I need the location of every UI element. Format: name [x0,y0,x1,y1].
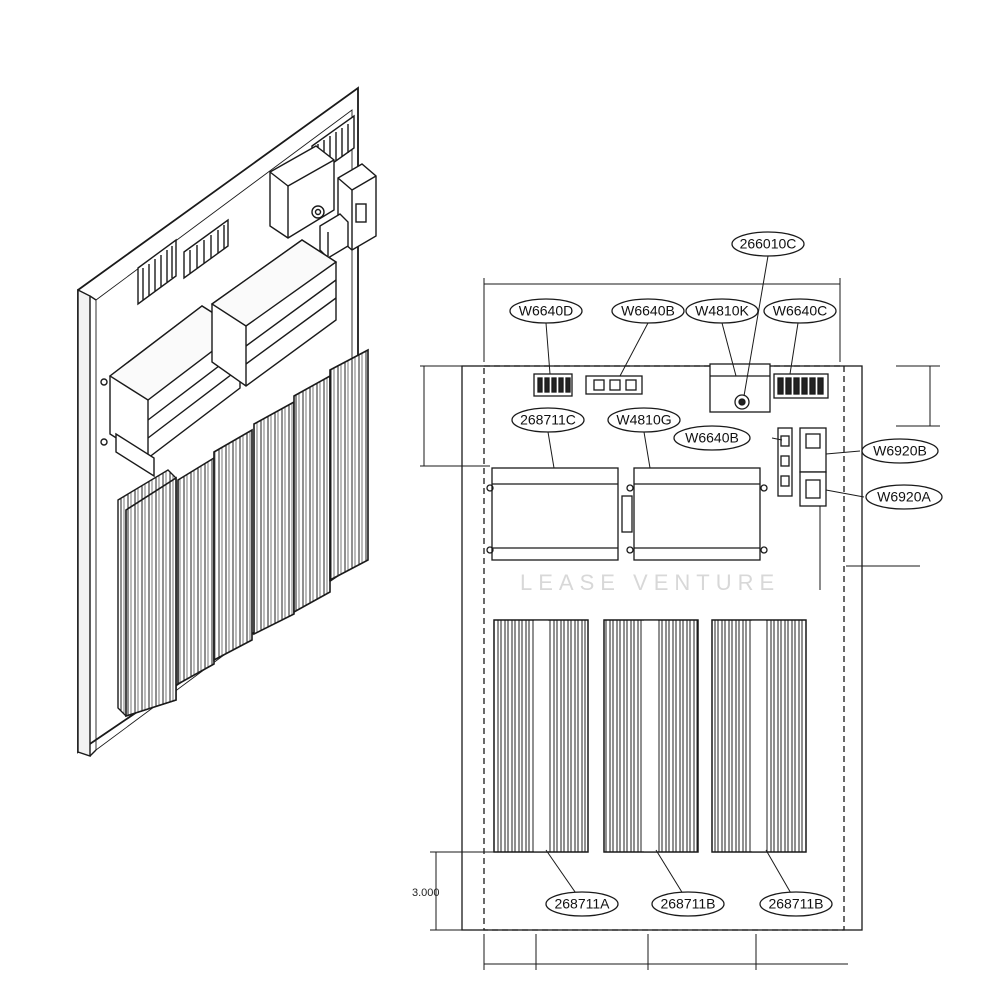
mount-hole [100,378,108,386]
callout-w6640b-right: W6640B [685,430,739,446]
iso-heatsink-3 [213,428,253,662]
watermark-text: LEASE VENTURE [520,570,780,595]
dimension-lines [420,278,940,970]
callout-w4810g: W4810G [616,412,671,428]
iso-bracket [269,145,335,239]
mount-hole [100,438,108,446]
callout-266010c: 266010C [740,236,797,252]
iso-heatsink-5 [293,374,331,614]
module-268711c [486,467,619,561]
iso-terminal-strip [183,218,229,280]
callout-268711a: 268711A [554,896,610,912]
iso-heatsink-1 [117,469,177,718]
isometric-panel-view [77,86,377,757]
front-panel-view [461,363,863,931]
dimension-value: 3.000 [412,887,440,899]
terminal-block-w6640b-right [777,427,793,497]
callout-268711c: 268711C [520,412,576,428]
module-w4810g [621,467,768,561]
callout-w6640d: W6640D [519,303,573,319]
terminal-block-w6640d [533,373,573,397]
iso-heatsink-4 [253,400,295,636]
iso-breaker [319,163,377,259]
callout-labels: 266010C W6640D W6640B W4810K W6640C 2687… [519,236,932,912]
iso-terminal-strip [137,238,177,306]
panel-edge [77,288,91,757]
iso-module-1 [108,305,242,478]
fuse-block-w4810k [709,363,771,413]
callout-shapes [509,231,943,917]
callout-w4810k: W4810K [695,303,749,319]
front-plate-dashed [483,365,845,931]
iso-heatsink-2 [177,456,215,686]
iso-heatsink-6 [329,348,369,582]
callout-w6640c: W6640C [773,303,827,319]
callout-268711b-1: 268711B [660,896,715,912]
iso-module-2 [210,239,338,387]
callout-w6920a: W6920A [877,489,931,505]
component-266010c [734,394,750,410]
relay-w6920b [799,427,827,473]
terminal-block-w6640c [773,373,829,399]
terminal-block-w6640b-top [585,375,643,395]
callout-w6640b-top: W6640B [621,303,675,319]
callout-w6920b: W6920B [873,443,927,459]
callout-268711b-2: 268711B [768,896,823,912]
relay-w6920a [799,471,827,507]
